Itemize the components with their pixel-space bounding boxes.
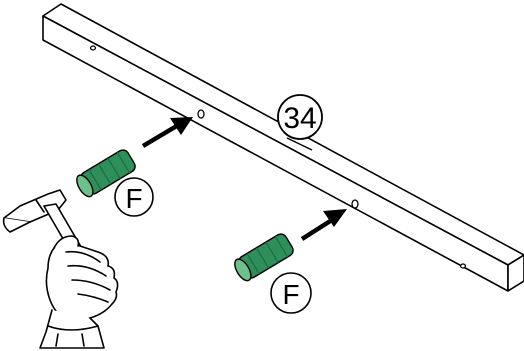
part-number-circle: [277, 94, 323, 140]
part-number-label: 34: [283, 102, 316, 135]
rail-holes: [89, 45, 467, 269]
arrow-icon: [141, 117, 193, 148]
dowel-label-top: F: [125, 183, 142, 214]
rail-hole-dowel-2: [351, 199, 359, 209]
wooden-dowel-icon: [234, 233, 294, 282]
rail-hole-left: [89, 45, 97, 51]
dowel-label-circle: [114, 177, 154, 217]
wooden-dowel-icon: [76, 149, 136, 198]
dowel-label-circle: [270, 272, 312, 314]
rail-hole-right: [459, 263, 467, 269]
rail-hole-dowel-1: [197, 109, 205, 119]
hammer-in-hand-icon: [2, 189, 119, 349]
wooden-rail: [42, 3, 524, 292]
arrow-icon: [300, 209, 347, 241]
dowel-label-bottom: F: [282, 279, 299, 310]
part-number-leader: [286, 137, 313, 151]
